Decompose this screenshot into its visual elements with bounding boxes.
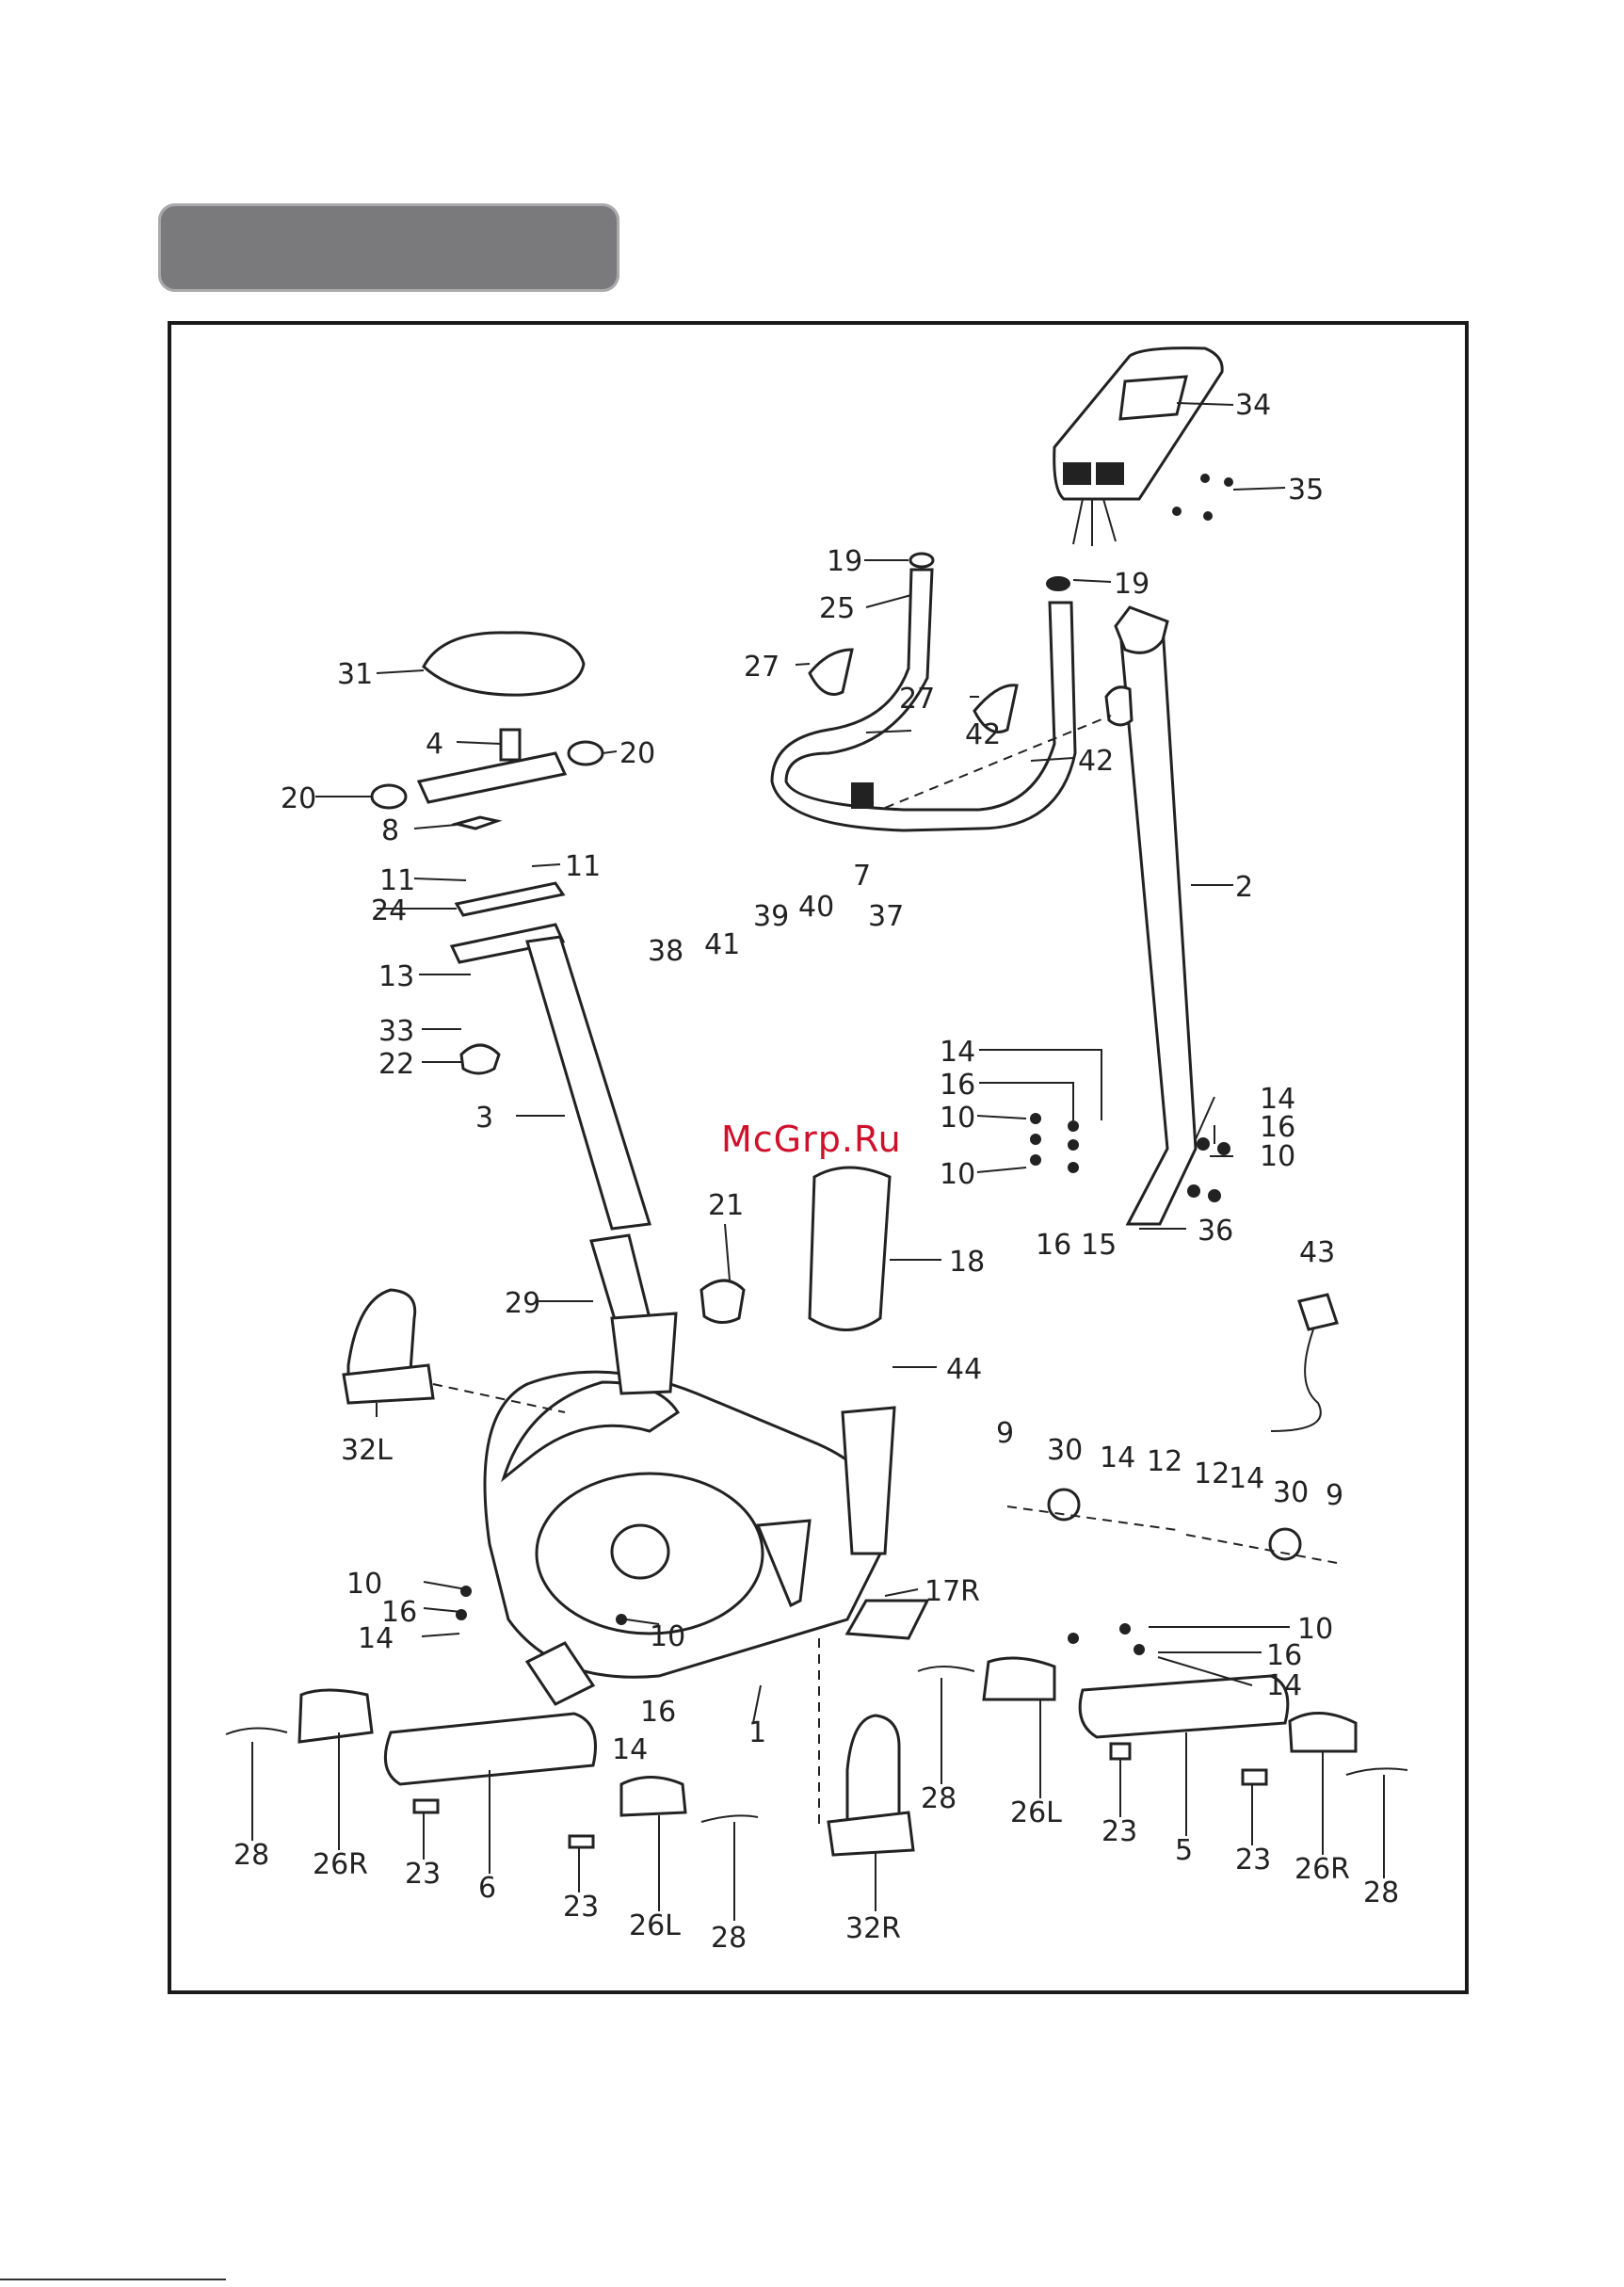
label-10e: 10 xyxy=(346,1568,382,1601)
label-28c: 28 xyxy=(921,1782,957,1815)
label-20a: 20 xyxy=(281,782,316,815)
label-10f: 10 xyxy=(1297,1613,1333,1646)
label-42a: 42 xyxy=(965,718,1001,751)
label-1: 1 xyxy=(748,1716,766,1749)
label-12a: 12 xyxy=(1147,1445,1182,1478)
label-9b: 9 xyxy=(1326,1479,1343,1512)
label-26La: 26L xyxy=(629,1909,681,1942)
cover-part xyxy=(810,1168,890,1330)
label-35: 35 xyxy=(1288,474,1324,507)
label-9a: 9 xyxy=(996,1417,1014,1450)
label-10c: 10 xyxy=(1260,1140,1295,1173)
label-4: 4 xyxy=(426,728,443,761)
label-13: 13 xyxy=(378,960,414,993)
ring-part xyxy=(226,1728,287,1734)
label-8: 8 xyxy=(381,814,399,847)
label-19a: 19 xyxy=(827,545,862,578)
label-6: 6 xyxy=(478,1872,496,1905)
knob-part xyxy=(701,1280,744,1323)
label-14e: 14 xyxy=(612,1733,648,1766)
label-14c: 14 xyxy=(1100,1441,1135,1474)
label-34: 34 xyxy=(1235,389,1271,422)
label-16b: 16 xyxy=(1260,1111,1295,1144)
label-32L: 32L xyxy=(341,1434,393,1467)
adapter-part xyxy=(1299,1295,1337,1329)
label-10b: 10 xyxy=(940,1158,975,1191)
front-stabilizer-part xyxy=(299,1690,685,1847)
label-23c: 23 xyxy=(1101,1815,1137,1848)
label-37: 37 xyxy=(868,900,904,933)
label-24: 24 xyxy=(371,894,407,927)
label-10a: 10 xyxy=(940,1102,975,1135)
adapter-cable xyxy=(1271,1329,1321,1431)
watermark-text: McGrp.Ru xyxy=(721,1119,902,1160)
label-5: 5 xyxy=(1175,1834,1193,1867)
label-26Ra: 26R xyxy=(313,1848,368,1881)
label-33: 33 xyxy=(378,1015,414,1048)
label-11b: 11 xyxy=(565,850,601,883)
label-28b: 28 xyxy=(711,1922,747,1955)
label-30a: 30 xyxy=(1047,1434,1083,1467)
label-32R: 32R xyxy=(845,1912,901,1945)
console-part xyxy=(1054,348,1232,546)
label-3: 3 xyxy=(475,1102,493,1135)
label-44: 44 xyxy=(946,1353,982,1386)
label-36: 36 xyxy=(1198,1215,1233,1248)
pedal-right-part xyxy=(819,1638,913,1855)
label-38: 38 xyxy=(648,935,683,968)
label-42b: 42 xyxy=(1078,745,1114,778)
label-26Lb: 26L xyxy=(1010,1796,1062,1829)
label-10d: 10 xyxy=(650,1620,685,1653)
label-14g: 14 xyxy=(1266,1669,1302,1702)
label-21: 21 xyxy=(708,1189,744,1222)
label-29: 29 xyxy=(505,1287,540,1320)
label-27b: 27 xyxy=(899,683,935,716)
label-14f: 14 xyxy=(358,1622,394,1655)
label-15: 15 xyxy=(1081,1229,1117,1262)
label-27a: 27 xyxy=(744,651,780,684)
label-11a: 11 xyxy=(379,864,415,897)
label-17R: 17R xyxy=(925,1575,980,1608)
label-12b: 12 xyxy=(1194,1458,1230,1490)
label-20b: 20 xyxy=(619,737,655,770)
label-16f: 16 xyxy=(1266,1639,1302,1672)
label-26Rb: 26R xyxy=(1294,1853,1350,1886)
label-16a: 16 xyxy=(940,1069,975,1102)
label-14d: 14 xyxy=(1229,1462,1264,1495)
label-39: 39 xyxy=(753,900,789,933)
main-frame-part xyxy=(485,1313,927,1704)
label-43: 43 xyxy=(1299,1236,1335,1269)
label-41: 41 xyxy=(704,928,740,961)
label-2: 2 xyxy=(1235,871,1253,904)
label-14a: 14 xyxy=(940,1036,975,1069)
label-40: 40 xyxy=(798,891,834,924)
label-18: 18 xyxy=(949,1246,985,1279)
label-25: 25 xyxy=(819,592,855,625)
wheel-right-part xyxy=(1270,1529,1300,1559)
label-23a: 23 xyxy=(405,1858,441,1891)
label-23b: 23 xyxy=(563,1891,599,1924)
label-30b: 30 xyxy=(1273,1476,1309,1509)
label-28a: 28 xyxy=(233,1839,269,1872)
label-23d: 23 xyxy=(1235,1844,1271,1876)
label-16d: 16 xyxy=(640,1696,676,1729)
label-22: 22 xyxy=(378,1048,414,1081)
label-7: 7 xyxy=(853,860,871,893)
label-31: 31 xyxy=(337,658,373,691)
label-16c: 16 xyxy=(1036,1229,1071,1262)
label-28d: 28 xyxy=(1363,1876,1399,1909)
label-19b: 19 xyxy=(1114,568,1150,601)
